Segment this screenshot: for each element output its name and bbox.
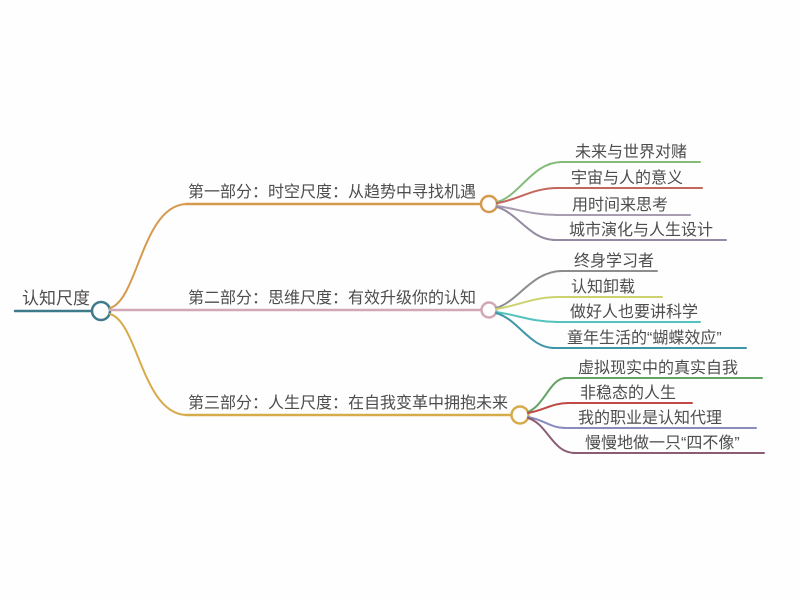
branch-1-label[interactable]: 第一部分：时空尺度：从趋势中寻找机遇	[188, 183, 476, 201]
branch-3-label[interactable]: 第三部分：人生尺度：在自我变革中拥抱未来	[188, 394, 508, 412]
edge-branch-2-child-3	[495, 311, 559, 323]
edge-root-to-branch-3	[109, 313, 187, 416]
branch-2-child-2: 认知卸载	[495, 278, 663, 310]
branch-1-child-1-label[interactable]: 未来与世界对赌	[575, 143, 687, 161]
branch-1-child-2-label[interactable]: 宇宙与人的意义	[571, 168, 683, 187]
edge-branch-3-child-3	[527, 416, 567, 429]
edge-branch-3-child-1	[527, 377, 567, 413]
branch-2-child-2-label[interactable]: 认知卸载	[571, 278, 635, 296]
branch-3-child-4: 慢慢地做一只“四不像”	[527, 417, 765, 454]
edge-root-to-branch-1	[109, 203, 187, 309]
branch-2-child-3: 做好人也要讲科学	[495, 303, 701, 323]
branch-3-child-3-label[interactable]: 我的职业是认知代理	[578, 409, 722, 427]
branch-2-child-3-label[interactable]: 做好人也要讲科学	[570, 303, 698, 321]
branch-2-child-4: 童年生活的“蝴蝶效应”	[495, 312, 747, 349]
edge-branch-3-child-4	[527, 417, 576, 454]
branch-3-child-1-label[interactable]: 虚拟现实中的真实自我	[578, 359, 738, 377]
branch-1-child-4: 城市演化与人生设计	[496, 206, 727, 241]
branch-1-child-1: 未来与世界对赌	[496, 143, 701, 203]
edge-branch-2-child-1	[495, 270, 563, 309]
branch-3-child-3: 我的职业是认知代理	[527, 409, 757, 429]
edge-branch-1-child-1	[496, 161, 563, 203]
branch-3-child-2-label[interactable]: 非稳态的人生	[580, 384, 676, 402]
root-handle-icon[interactable]	[90, 300, 112, 322]
branch-1: 第一部分：时空尺度：从趋势中寻找机遇 未来与世界对赌 宇宙与人的意义 用时间来思…	[109, 143, 727, 309]
edge-branch-1-child-3	[496, 205, 559, 216]
branch-2-child-1-label[interactable]: 终身学习者	[574, 252, 654, 270]
branch-1-child-3: 用时间来思考	[496, 196, 691, 216]
branch-3-child-2: 非稳态的人生	[527, 384, 693, 414]
branch-3-child-4-label[interactable]: 慢慢地做一只“四不像”	[585, 434, 740, 452]
branch-1-child-3-label[interactable]: 用时间来思考	[572, 196, 668, 214]
branch-2-label[interactable]: 第二部分：思维尺度：有效升级你的认知	[188, 289, 476, 307]
branch-1-child-4-label[interactable]: 城市演化与人生设计	[569, 221, 713, 239]
branch-1-handle-icon[interactable]	[479, 194, 499, 214]
branch-3: 第三部分：人生尺度：在自我变革中拥抱未来 虚拟现实中的真实自我 非稳态的人生 我…	[109, 313, 765, 454]
edge-branch-3-child-2	[527, 402, 570, 414]
edge-branch-2-child-4	[495, 312, 555, 349]
edge-branch-1-child-2	[496, 187, 559, 204]
root-label[interactable]: 认知尺度	[22, 289, 90, 308]
root-node[interactable]: 认知尺度	[13, 289, 112, 322]
branch-1-child-2: 宇宙与人的意义	[496, 168, 703, 204]
branch-3-handle-icon[interactable]	[510, 405, 530, 425]
branch-3-child-1: 虚拟现实中的真实自我	[527, 359, 763, 413]
branch-2: 第二部分：思维尺度：有效升级你的认知 终身学习者 认知卸载 做好人也要讲科学 童…	[108, 252, 747, 349]
edge-branch-2-child-2	[495, 296, 560, 310]
branch-2-child-1: 终身学习者	[495, 252, 658, 309]
branch-2-child-4-label[interactable]: 童年生活的“蝴蝶效应”	[567, 328, 722, 347]
edge-branch-1-child-4	[496, 206, 556, 241]
branch-2-handle-icon[interactable]	[480, 301, 498, 319]
